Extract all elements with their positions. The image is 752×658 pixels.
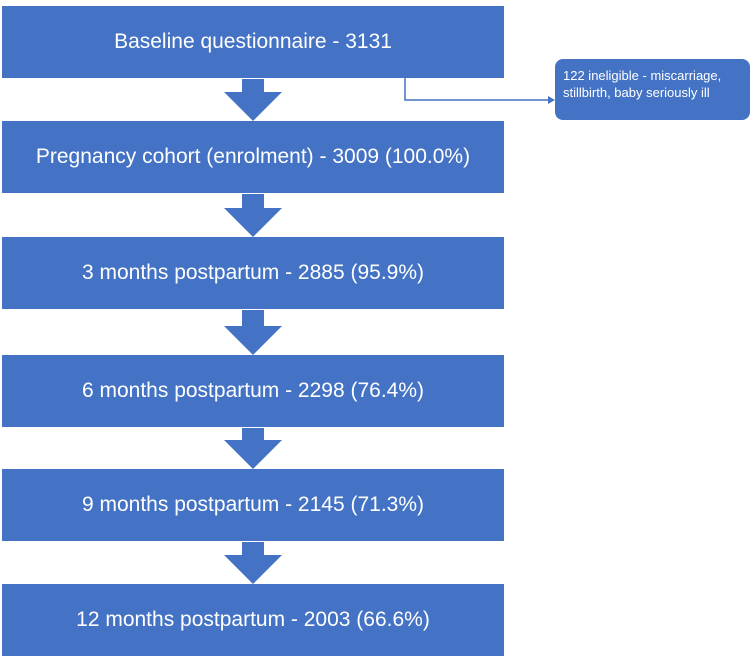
- step-12-months-postpartum: 12 months postpartum - 2003 (66.6%): [2, 584, 504, 656]
- step-label: 3 months postpartum - 2885 (95.9%): [81, 261, 424, 284]
- down-arrow-1: [224, 79, 282, 121]
- step-label: 6 months postpartum - 2298 (76.4%): [81, 379, 424, 402]
- step-label: Pregnancy cohort (enrolment) - 3009 (100…: [35, 145, 471, 168]
- step-label: 9 months postpartum - 2145 (71.3%): [81, 493, 424, 516]
- exclusion-connector: [404, 78, 548, 101]
- step-baseline-questionnaire: Baseline questionnaire - 3131: [2, 6, 504, 78]
- exclusion-label: 122 ineligible - miscarriage, stillbirth…: [563, 68, 722, 100]
- step-pregnancy-cohort: Pregnancy cohort (enrolment) - 3009 (100…: [2, 121, 504, 193]
- step-9-months-postpartum: 9 months postpartum - 2145 (71.3%): [2, 469, 504, 541]
- down-arrow-2: [224, 194, 282, 237]
- step-label: Baseline questionnaire - 3131: [114, 30, 392, 53]
- down-arrow-4: [224, 428, 282, 469]
- step-label: 12 months postpartum - 2003 (66.6%): [76, 608, 430, 631]
- exclusion-connector-arrowhead: [548, 96, 555, 104]
- step-3-months-postpartum: 3 months postpartum - 2885 (95.9%): [2, 237, 504, 309]
- down-arrow-5: [224, 542, 282, 584]
- step-6-months-postpartum: 6 months postpartum - 2298 (76.4%): [2, 355, 504, 427]
- down-arrow-3: [224, 310, 282, 355]
- exclusion-box: 122 ineligible - miscarriage, stillbirth…: [555, 59, 750, 120]
